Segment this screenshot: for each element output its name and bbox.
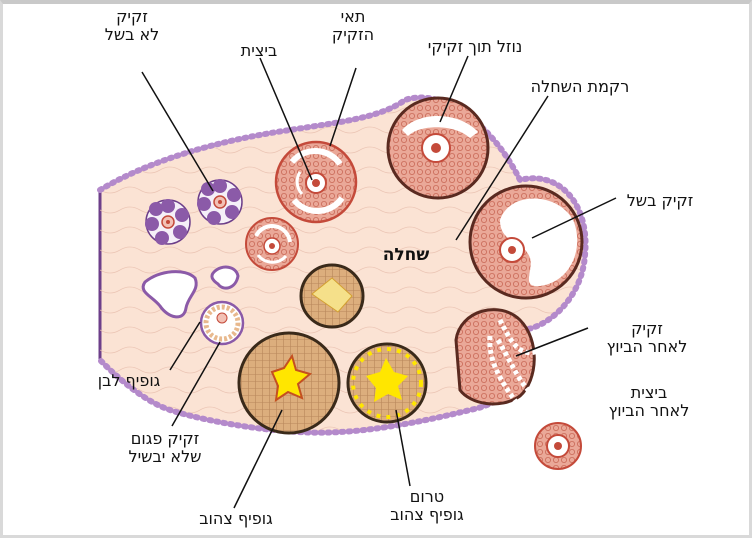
follicular-fluid-label: נוזל תוך זקיקי	[410, 38, 540, 56]
primary-follicle	[246, 218, 298, 270]
primordial-follicle-label: זקיק לא בשל	[92, 8, 172, 44]
stroma-label: רקמת השחלה	[520, 78, 640, 96]
corpus-luteum	[239, 333, 339, 433]
degenerating-corpus-luteum	[301, 265, 363, 327]
atretic-follicle-label: זקיק פגום שלא יבשיל	[110, 430, 220, 466]
corpus-luteum-label: גופיף צהוב	[186, 510, 286, 528]
ovulated-egg	[535, 423, 581, 469]
atretic-follicle	[201, 302, 243, 344]
early-corpus-luteum-label: טרום גופיף צהוב	[372, 488, 482, 524]
early-corpus-luteum	[348, 344, 426, 422]
follicle-cells-label: תאי הזקיק	[318, 8, 388, 44]
ruptured-follicle-label: זקיק לאחר הביוץ	[592, 320, 702, 356]
mature-follicle	[470, 186, 582, 298]
mature-follicle-label: זקיק בשל	[610, 192, 710, 210]
oocyte-label: ביצית	[224, 42, 294, 60]
antral-follicle	[388, 98, 488, 198]
corpus-albicans-label: גופיף לבן	[84, 372, 174, 390]
growing-follicle	[276, 142, 356, 222]
ovulated-egg-label: ביצית לאחר הביוץ	[594, 384, 704, 420]
ovary-label: שחלה	[376, 246, 436, 264]
